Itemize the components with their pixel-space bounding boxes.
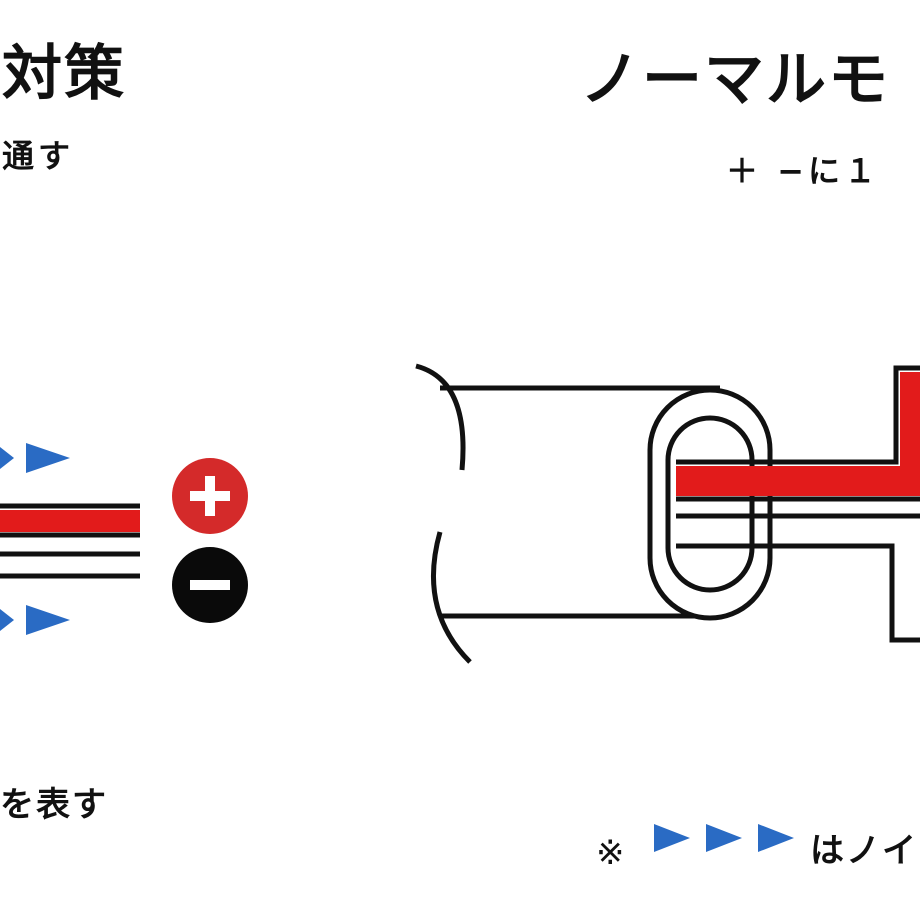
arrow-right-icon [706, 824, 742, 852]
right-subtitle: ＋ −に１ [726, 152, 880, 190]
arrow-right-icon [26, 443, 70, 473]
cable-icon [415, 363, 920, 664]
right-note: はノイ [810, 831, 918, 871]
left-title: 対策 [2, 39, 126, 109]
arrow-right-icon [0, 447, 14, 469]
right-title: ノーマルモ [580, 45, 890, 115]
arrow-right-icon [758, 824, 794, 852]
right-note-prefix: ※ [596, 833, 627, 873]
arrow-right-icon [654, 824, 690, 852]
arrow-right-icon [0, 609, 14, 631]
left-note: を表す [0, 785, 108, 825]
left-subtitle: 通す [2, 137, 75, 175]
minus-icon [172, 547, 248, 623]
left-wires [0, 503, 140, 579]
arrow-right-icon [26, 605, 70, 635]
plus-icon [172, 458, 248, 534]
